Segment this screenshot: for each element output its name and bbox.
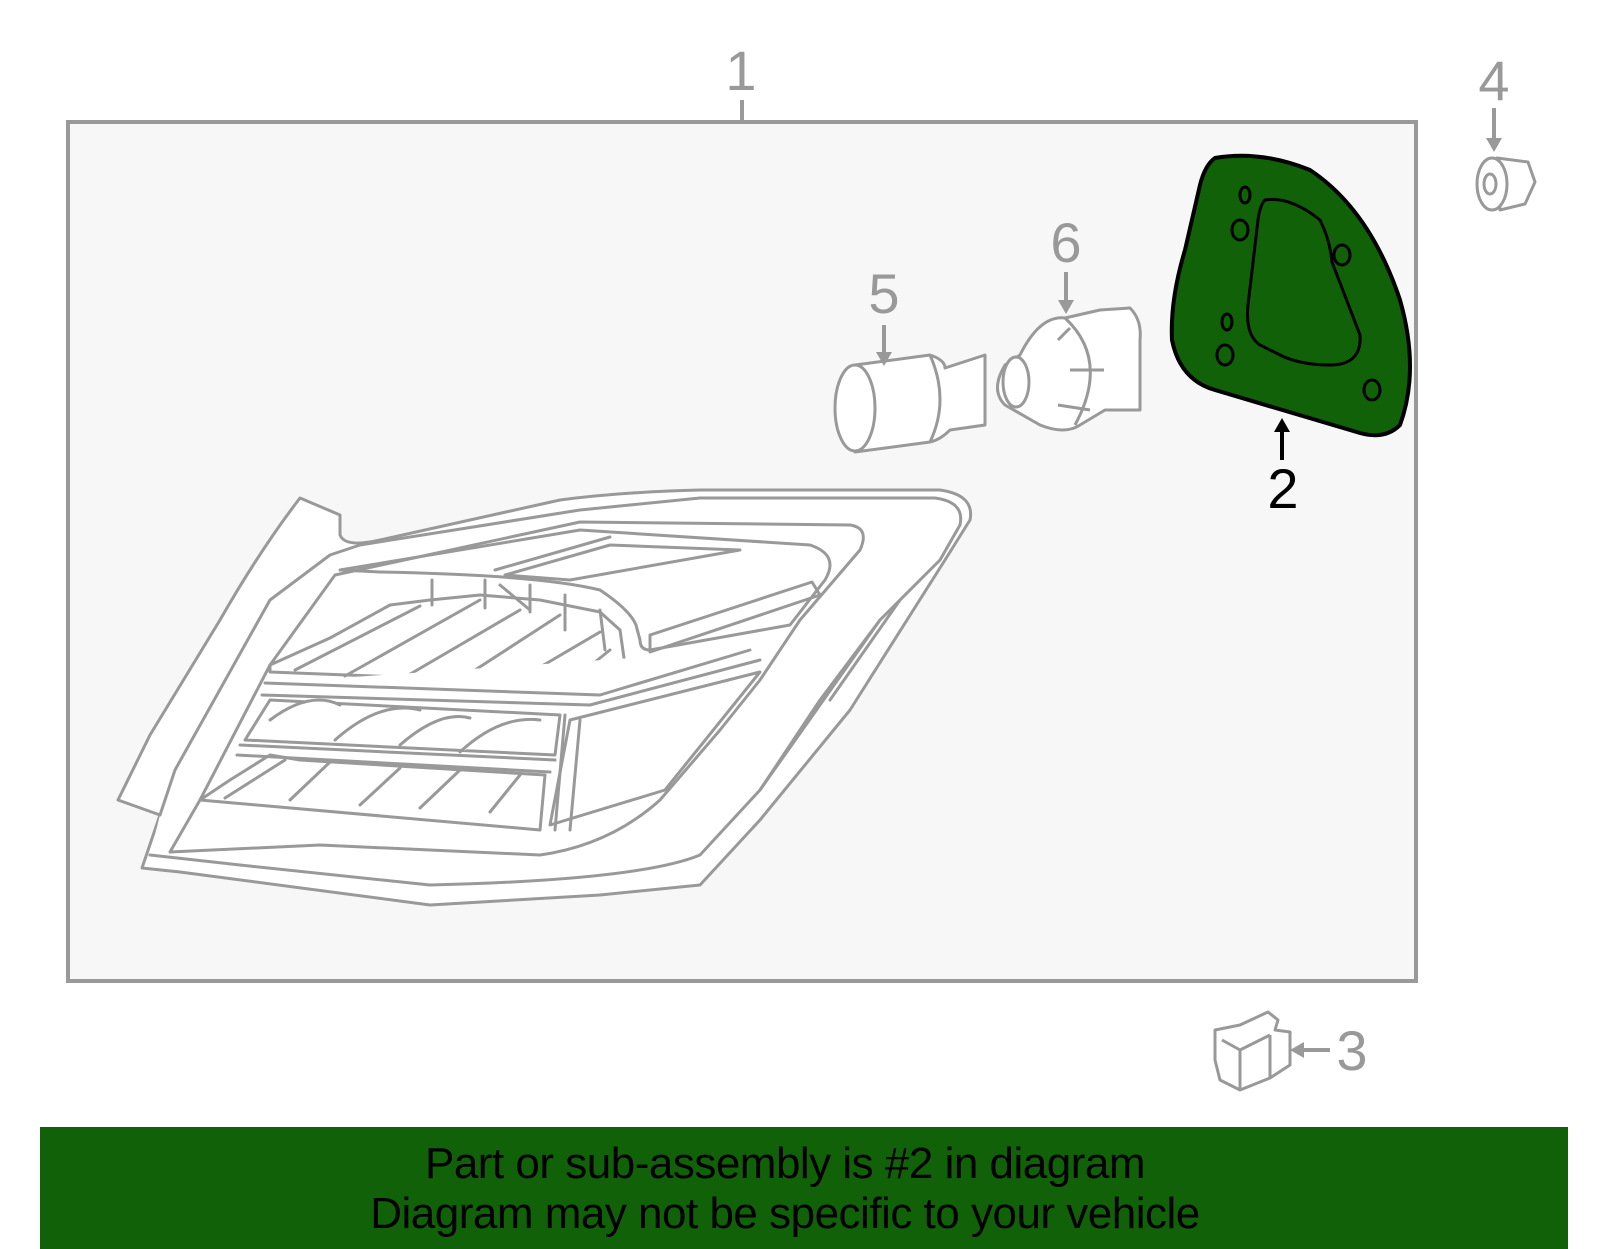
bulb-socket-small[interactable]: [833, 353, 987, 454]
mounting-nut[interactable]: [1475, 156, 1537, 212]
callout-4[interactable]: 4: [1478, 49, 1510, 152]
svg-text:6: 6: [1050, 211, 1081, 274]
banner-disclaimer: Diagram may not be specific to your vehi…: [370, 1189, 1200, 1238]
bulb-socket-large[interactable]: [996, 306, 1142, 432]
callout-3[interactable]: 3: [1290, 1019, 1368, 1082]
svg-text:3: 3: [1336, 1019, 1367, 1082]
callout-1[interactable]: 1: [725, 39, 757, 122]
banner-part-note: Part or sub-assembly is #2 in diagram: [424, 1139, 1146, 1188]
callout-2[interactable]: 2: [1267, 418, 1299, 520]
svg-text:1: 1: [725, 39, 756, 102]
callout-5[interactable]: 5: [868, 262, 900, 366]
svg-text:2: 2: [1267, 457, 1298, 520]
retainer-clip[interactable]: [1213, 1010, 1292, 1092]
lamp-gasket[interactable]: [1169, 153, 1412, 438]
tail-lamp-assembly[interactable]: [116, 488, 973, 907]
callout-6[interactable]: 6: [1050, 211, 1082, 314]
svg-text:5: 5: [868, 262, 899, 325]
info-banner: Part or sub-assembly is #2 in diagram Di…: [40, 1127, 1568, 1249]
svg-text:4: 4: [1478, 49, 1509, 112]
